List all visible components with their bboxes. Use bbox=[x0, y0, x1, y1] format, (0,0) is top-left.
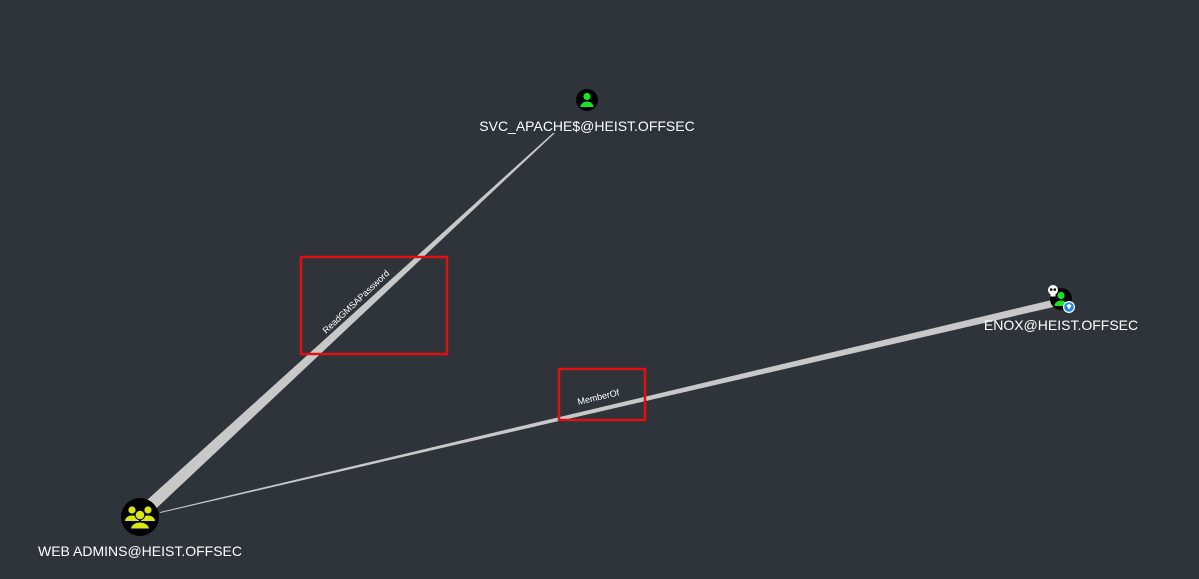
user-icon bbox=[576, 89, 598, 111]
node-web-admins-label: WEB ADMINS@HEIST.OFFSEC bbox=[38, 543, 242, 559]
edge-readgmsapassword-line[interactable] bbox=[136, 133, 555, 519]
highlight-box-readgmsapassword bbox=[299, 255, 449, 356]
node-svc-apache-label: SVC_APACHE$@HEIST.OFFSEC bbox=[479, 118, 694, 134]
node-enox-label: ENOX@HEIST.OFFSEC bbox=[984, 317, 1138, 333]
edge-memberof-label: MemberOf bbox=[576, 387, 620, 407]
high-value-icon bbox=[1063, 301, 1075, 313]
skull-icon bbox=[1048, 285, 1058, 297]
edge-readgmsapassword[interactable]: ReadGMSAPassword bbox=[136, 133, 555, 519]
edge-memberof-line[interactable] bbox=[160, 299, 1058, 513]
edge-readgmsapassword-label: ReadGMSAPassword bbox=[321, 268, 392, 335]
group-icon bbox=[121, 498, 159, 536]
node-web-admins[interactable]: WEB ADMINS@HEIST.OFFSEC bbox=[38, 498, 242, 559]
node-enox[interactable]: ENOX@HEIST.OFFSEC bbox=[984, 285, 1138, 333]
highlight-box-memberof bbox=[557, 367, 647, 422]
node-svc-apache[interactable]: SVC_APACHE$@HEIST.OFFSEC bbox=[479, 89, 695, 134]
edge-memberof[interactable]: MemberOf bbox=[160, 299, 1058, 513]
